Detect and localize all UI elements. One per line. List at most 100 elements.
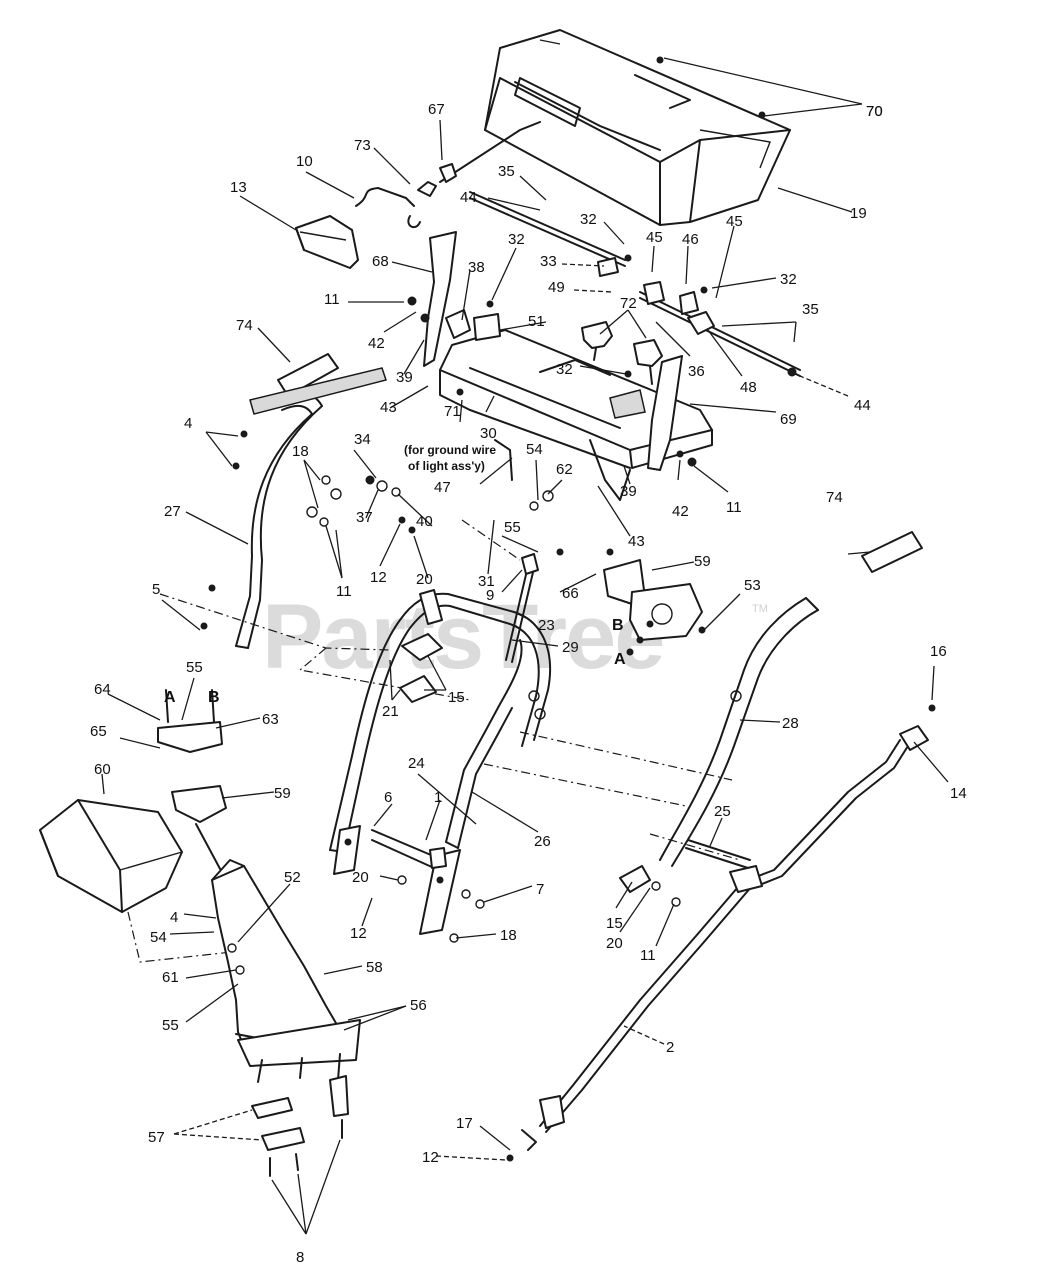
callout-40: 40 <box>416 513 433 530</box>
callout-66: 66 <box>562 585 579 602</box>
callout-44: 44 <box>854 397 871 414</box>
callout-18: 18 <box>292 443 309 460</box>
callout-49: 49 <box>548 279 565 296</box>
letter-a-left: A <box>164 689 176 706</box>
chute-clips <box>251 1075 349 1177</box>
note-line-1: (for ground wire <box>404 443 496 457</box>
callout-26: 26 <box>534 833 551 850</box>
callout-35: 35 <box>802 301 819 318</box>
callout-14: 14 <box>950 785 967 802</box>
discharge-chute <box>211 859 361 1083</box>
callout-65: 65 <box>90 723 107 740</box>
callout-74: 74 <box>236 317 253 334</box>
callout-70: 70 <box>866 103 883 120</box>
callout-38: 38 <box>468 259 485 276</box>
watermark: PartsTree TM <box>262 586 768 688</box>
callout-32: 32 <box>580 211 597 228</box>
callout-45: 45 <box>726 213 743 230</box>
callout-29: 29 <box>562 639 579 656</box>
callout-62: 62 <box>556 461 573 478</box>
note-line-2: of light ass'y) <box>408 459 485 473</box>
callout-17: 17 <box>456 1115 473 1132</box>
callout-44: 44 <box>460 189 477 206</box>
callout-8: 8 <box>296 1249 304 1266</box>
chute-rotator-bracket <box>603 559 703 644</box>
callout-16: 16 <box>930 643 947 660</box>
callout-39: 39 <box>620 483 637 500</box>
callout-1: 1 <box>434 789 442 806</box>
callout-28: 28 <box>782 715 799 732</box>
callout-23: 23 <box>538 617 555 634</box>
callout-30: 30 <box>480 425 497 442</box>
callout-73: 73 <box>354 137 371 154</box>
pivot-pin <box>371 829 447 869</box>
callout-11: 11 <box>336 583 352 600</box>
callout-11: 11 <box>324 291 340 308</box>
callout-21: 21 <box>382 703 399 720</box>
letter-b-left: B <box>208 689 220 706</box>
callout-6: 6 <box>384 789 392 806</box>
right-upper-handle <box>659 531 923 867</box>
chute-crank-shaft <box>521 725 929 1151</box>
callout-4: 4 <box>170 909 178 926</box>
callout-42: 42 <box>672 503 689 520</box>
callout-59: 59 <box>274 785 291 802</box>
callout-43: 43 <box>628 533 645 550</box>
callout-54: 54 <box>150 929 167 946</box>
callout-46: 46 <box>682 231 699 248</box>
callout-32: 32 <box>556 361 573 378</box>
callout-35: 35 <box>498 163 515 180</box>
callout-43: 43 <box>380 399 397 416</box>
callout-55: 55 <box>186 659 203 676</box>
callout-15: 15 <box>606 915 623 932</box>
callout-9: 9 <box>486 587 494 604</box>
wire-harness <box>355 121 541 229</box>
callout-13: 13 <box>230 179 247 196</box>
callout-34: 34 <box>354 431 371 448</box>
letter-a-right: A <box>614 651 626 668</box>
shift-knobs <box>581 321 663 385</box>
callout-61: 61 <box>162 969 179 986</box>
chute-upper-assembly <box>157 689 227 881</box>
callout-32: 32 <box>780 271 797 288</box>
callout-64: 64 <box>94 681 111 698</box>
callout-19: 19 <box>850 205 867 222</box>
callout-39: 39 <box>396 369 413 386</box>
clamps <box>399 633 651 893</box>
dash-panel-console <box>484 29 791 226</box>
callout-5: 5 <box>152 581 160 598</box>
watermark-trademark: TM <box>752 603 768 615</box>
callout-12: 12 <box>422 1149 439 1166</box>
callout-12: 12 <box>350 925 367 942</box>
callout-70: 70 <box>866 103 883 120</box>
headlight-assembly <box>295 215 359 269</box>
callout-20: 20 <box>416 571 433 588</box>
callout-67: 67 <box>428 101 445 118</box>
callout-7: 7 <box>536 881 544 898</box>
phantom-lines <box>127 519 741 963</box>
handle-panel <box>439 329 713 501</box>
hardware <box>200 254 936 1162</box>
callout-27: 27 <box>164 503 181 520</box>
callout-11: 11 <box>640 947 656 964</box>
callout-53: 53 <box>744 577 761 594</box>
callout-2: 2 <box>666 1039 674 1056</box>
left-upper-handle <box>235 353 387 649</box>
callout-72: 72 <box>620 295 637 312</box>
callout-47: 47 <box>434 479 451 496</box>
ground-wire-note: (for ground wire of light ass'y) <box>404 443 496 473</box>
callout-52: 52 <box>284 869 301 886</box>
callout-12: 12 <box>370 569 387 586</box>
callout-4: 4 <box>184 415 192 432</box>
callout-20: 20 <box>352 869 369 886</box>
watermark-text: PartsTree <box>262 586 663 688</box>
callout-55: 55 <box>162 1017 179 1034</box>
callout-32: 32 <box>508 231 525 248</box>
lower-handle-frame <box>329 589 552 853</box>
callout-11: 11 <box>726 499 742 516</box>
callout-24: 24 <box>408 755 425 772</box>
callout-60: 60 <box>94 761 111 778</box>
lower-cross-bar <box>685 839 751 869</box>
callout-56: 56 <box>410 997 427 1014</box>
